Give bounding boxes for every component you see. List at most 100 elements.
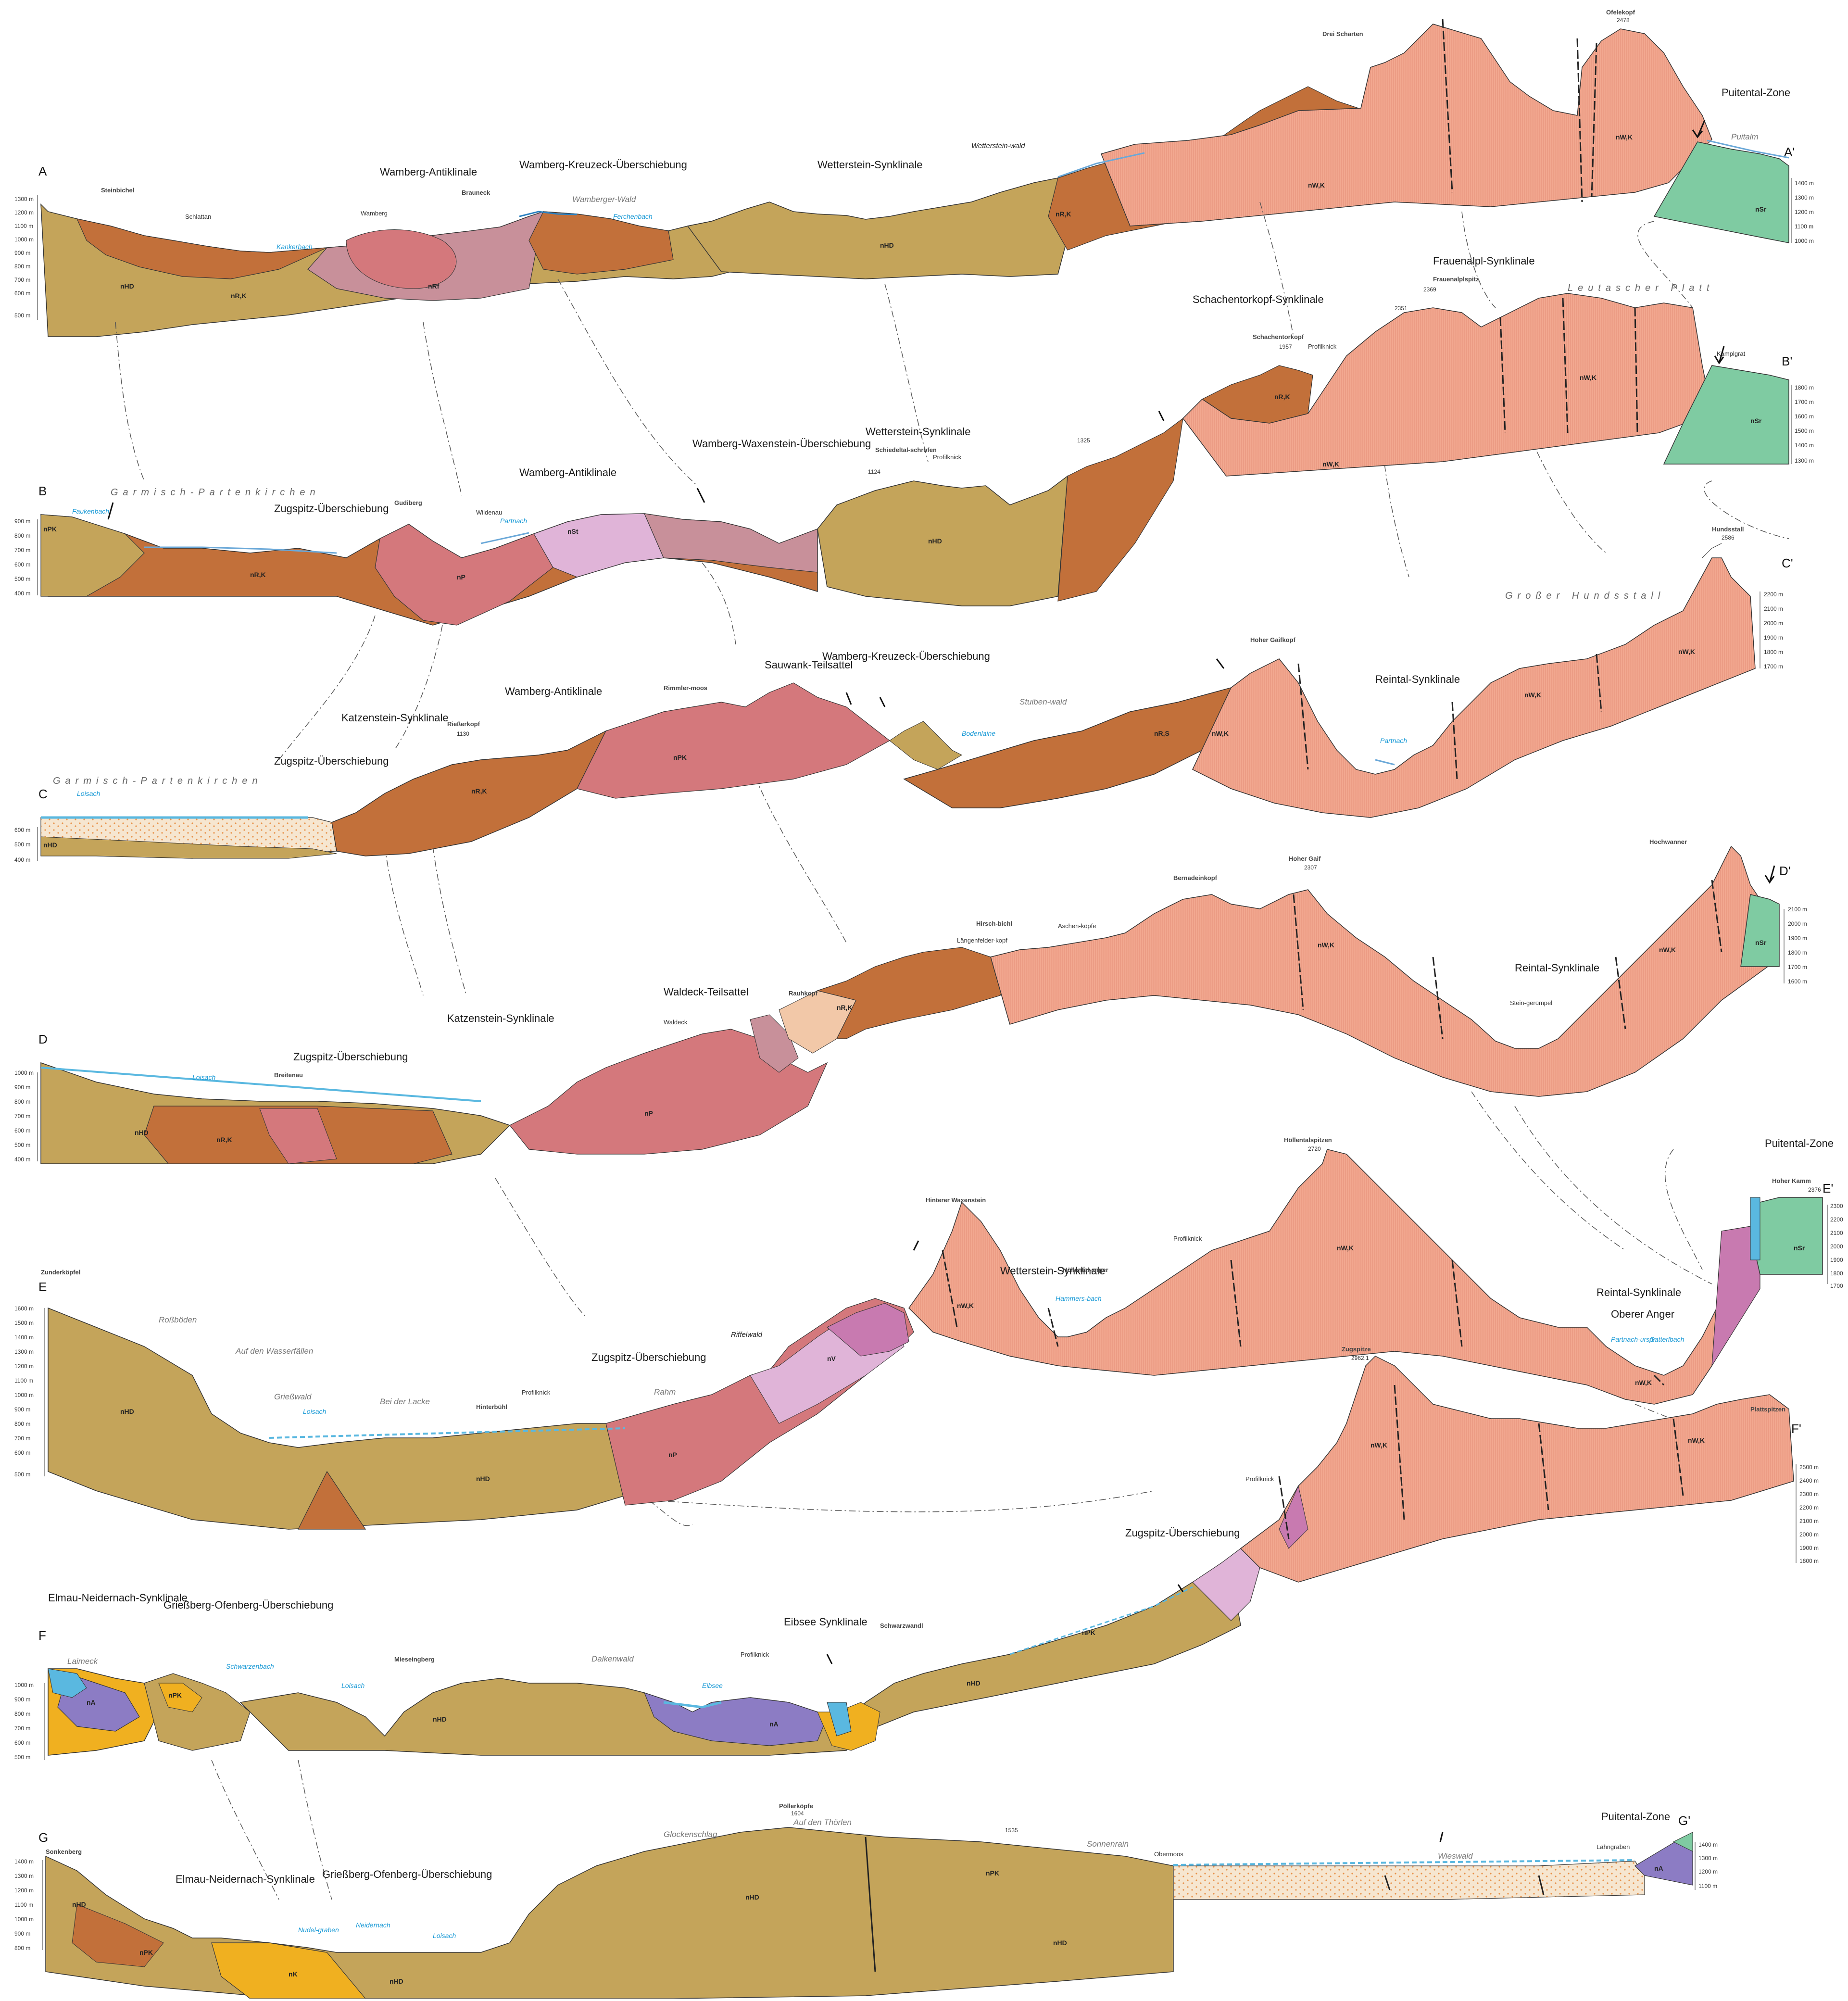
peak-hundsstall: Hundsstall (1712, 526, 1744, 533)
unit-nrk-b2: nR,K (1274, 393, 1290, 401)
unit-nwk-f: nW,K (1370, 1441, 1387, 1449)
svg-text:500 m: 500 m (14, 576, 30, 582)
svg-text:700 m: 700 m (14, 547, 30, 554)
label-elmau-f: Elmau-Neidernach-Synklinale (48, 1592, 188, 1604)
svg-text:2000 m: 2000 m (1788, 920, 1807, 927)
unit-nrk-a2: nR,K (1056, 210, 1071, 218)
svg-text:1200 m: 1200 m (1795, 209, 1814, 215)
stream-loisach-g: Loisach (433, 1932, 456, 1939)
svg-text:1300 m: 1300 m (14, 1348, 34, 1355)
place-laengenfelderkopf: Längenfelder-kopf (957, 937, 1007, 944)
unit-nhd-e: nHD (120, 1408, 134, 1415)
svg-text:1800 m: 1800 m (1788, 949, 1807, 956)
peak-zugspitze: Zugspitze (1342, 1346, 1371, 1353)
section-b: B B' Garmisch-Partenkirchen Zugspitz-Übe… (14, 255, 1814, 626)
place-kamplgrat: Kamplgrat (1717, 350, 1746, 357)
section-a: A A' Wamberg-Antiklinale Wamberg-Kreuzec… (14, 9, 1814, 337)
svg-text:1100 m: 1100 m (14, 1901, 33, 1908)
place-griesswald: Grießwald (274, 1392, 312, 1401)
svg-text:1200 m: 1200 m (14, 1887, 34, 1894)
unit-nhd-g: nHD (72, 1900, 86, 1908)
stream-partnach-ursprung: Partnach-urspr. (1611, 1335, 1657, 1343)
place-wamberger-wald: Wamberger-Wald (572, 195, 636, 204)
stream-schwarzenbach: Schwarzenbach (226, 1662, 274, 1670)
svg-text:900 m: 900 m (14, 1406, 30, 1413)
label-zugspitz-e: Zugspitz-Überschiebung (591, 1351, 706, 1363)
height-1124: 1124 (868, 468, 880, 475)
unit-nrf-a: nRf (428, 282, 440, 290)
svg-text:600 m: 600 m (14, 1449, 30, 1456)
section-e-end: E' (1823, 1181, 1833, 1196)
svg-text:2200 m: 2200 m (1764, 591, 1783, 598)
unit-nwk-d: nW,K (1318, 941, 1334, 949)
lake-eibsee: Eibsee (702, 1682, 723, 1689)
label-waldeck: Waldeck-Teilsattel (664, 986, 748, 998)
profilknick-f: Profilknick (1245, 1475, 1274, 1483)
svg-text:600 m: 600 m (14, 561, 30, 568)
peak-plattspitzen: Plattspitzen (1750, 1406, 1785, 1413)
axis-f-right: 2500 m 2400 m 2300 m 2200 m 2100 m 2000 … (1796, 1464, 1819, 1564)
label-reintal-d: Reintal-Synklinale (1515, 962, 1599, 974)
svg-text:1500 m: 1500 m (1795, 428, 1814, 434)
section-g-start: G (38, 1830, 48, 1845)
label-frauenalpl: Frauenalpl-Synklinale (1433, 255, 1535, 267)
unit-nsr-d: nSr (1755, 939, 1767, 946)
section-f: F F' Elmau-Neidernach-Synklinale Grießbe… (14, 1346, 1819, 1761)
svg-text:2300: 2300 (1830, 1203, 1843, 1209)
label-wamberg-antiklinale-a: Wamberg-Antiklinale (380, 166, 477, 178)
unit-nk-g: nK (289, 1970, 298, 1978)
unit-nrs-c: nR,S (1154, 730, 1169, 737)
section-g: G G' Elmau-Neidernach-Synklinale Grießbe… (14, 1802, 1718, 1999)
svg-text:400 m: 400 m (14, 856, 30, 863)
height-2351: 2351 (1395, 305, 1408, 312)
svg-text:1300 m: 1300 m (14, 196, 34, 202)
svg-text:800 m: 800 m (14, 1945, 30, 1951)
label-wamberg-kreuzeck-c: Wamberg-Kreuzeck-Überschiebung (822, 650, 990, 662)
stream-partnach-b: Partnach (500, 517, 527, 525)
place-obermoos: Obermoos (1154, 1850, 1183, 1858)
svg-text:1500 m: 1500 m (14, 1320, 34, 1326)
unit-nwk-c: nW,K (1212, 730, 1229, 737)
svg-text:2200 m: 2200 m (1799, 1504, 1819, 1511)
height-1535: 1535 (1005, 1827, 1018, 1834)
place-steinbichel: Steinbichel (101, 187, 134, 194)
section-e: E E' Zugspitz-Überschiebung Wetterstein-… (14, 1136, 1843, 1530)
place-leutascher-platt: Leutascher Platt (1568, 283, 1714, 293)
svg-text:800 m: 800 m (14, 1711, 30, 1717)
svg-text:1400 m: 1400 m (1795, 180, 1814, 187)
axis-a-left: 1300 m 1200 m 1100 m 1000 m 900 m 800 m … (14, 195, 38, 320)
unit-nwk-b: nW,K (1322, 460, 1339, 468)
thrust-arrows (107, 120, 1775, 1842)
svg-text:2500 m: 2500 m (1799, 1464, 1819, 1471)
svg-text:900 m: 900 m (14, 518, 30, 525)
svg-text:1700 m: 1700 m (1764, 663, 1783, 670)
svg-text:600 m: 600 m (14, 290, 30, 297)
place-rahm: Rahm (654, 1387, 676, 1397)
axis-g-right: 1400 m 1300 m 1200 m 1100 m (1695, 1841, 1718, 1890)
place-wetterstein-wald: Wetterstein-wald (971, 142, 1025, 150)
unit-np-d: nP (644, 1109, 653, 1117)
height-1325: 1325 (1077, 437, 1090, 444)
label-schachentorkopf: Schachentorkopf-Synklinale (1193, 293, 1324, 305)
svg-text:1200 m: 1200 m (14, 209, 34, 216)
svg-text:1000 m: 1000 m (1795, 238, 1814, 244)
place-rimmlermoos: Rimmler-moos (664, 684, 707, 692)
label-wetterstein-synklinale-b: Wetterstein-Synklinale (866, 426, 970, 438)
section-g-end: G' (1678, 1813, 1690, 1828)
svg-text:500 m: 500 m (14, 1754, 30, 1761)
unit-nrk-b: nR,K (250, 571, 266, 579)
peak-hoher-gaif-h: 2307 (1304, 864, 1317, 871)
svg-text:1300 m: 1300 m (1698, 1855, 1718, 1862)
axis-c-left: 600 m 500 m 400 m (14, 827, 38, 863)
svg-text:1000 m: 1000 m (14, 1070, 34, 1076)
place-steingerumpel: Stein-gerümpel (1510, 999, 1552, 1007)
section-c-end: C' (1782, 556, 1793, 570)
peak-rauhkopf: Rauhkopf (789, 990, 818, 997)
place-puitalm: Puitalm (1731, 132, 1759, 141)
unit-nhd-f2: nHD (967, 1679, 981, 1687)
label-zugspitz-d: Zugspitz-Überschiebung (293, 1051, 408, 1063)
unit-nwk-e2: nW,K (1337, 1244, 1354, 1252)
place-riffelwald: Riffelwald (731, 1331, 763, 1339)
stream-nudelgraben: Nudel-graben (298, 1926, 339, 1934)
svg-text:1600 m: 1600 m (1795, 413, 1814, 420)
